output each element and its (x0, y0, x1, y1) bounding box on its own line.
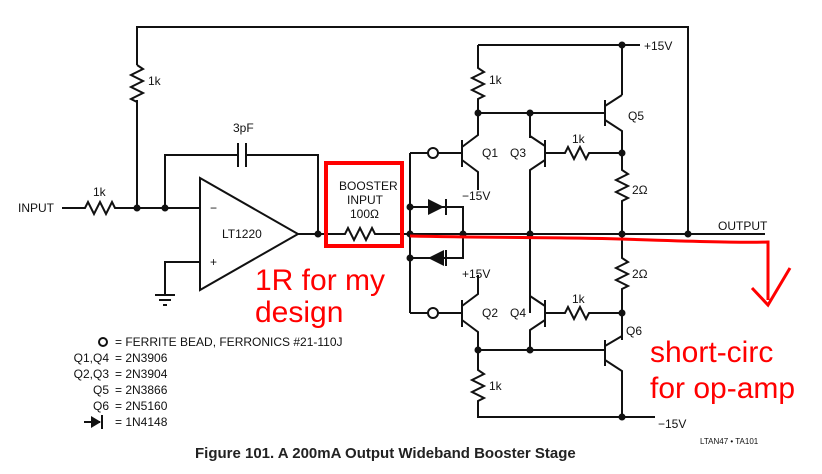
ferrite-bead-q2 (427, 307, 439, 319)
feedback-wire (136, 26, 689, 234)
opamp-label: LT1220 (222, 227, 262, 241)
resistor-label: 1k (572, 292, 586, 306)
output-label: OUTPUT (718, 219, 768, 233)
transistor-q2 (461, 275, 479, 350)
capacitor (237, 143, 247, 167)
annotation-left: 1R for my (255, 264, 385, 297)
figure-code: LTAN47 • TA101 (700, 437, 759, 446)
input-label: INPUT (18, 201, 55, 215)
capacitor-feedback (164, 154, 319, 234)
opamp (199, 176, 301, 292)
ferrite-bead-q1 (427, 147, 439, 159)
legend-diode-icon (84, 415, 103, 429)
q2-label: Q2 (482, 306, 498, 320)
opamp-minus: − (210, 201, 217, 215)
annotation-left: design (255, 296, 343, 329)
q4-label: Q4 (510, 306, 526, 320)
figure-caption: Figure 101. A 200mA Output Wideband Boos… (195, 445, 576, 462)
capacitor-label: 3pF (233, 121, 254, 135)
legend-item: = 2N5160 (115, 399, 168, 413)
legend-item: = FERRITE BEAD, FERRONICS #21-110J (115, 335, 343, 349)
booster-label: INPUT (347, 193, 384, 207)
booster-input-resistor (298, 225, 410, 243)
legend-key: Q6 (93, 399, 109, 413)
resistor-label: 1k (489, 73, 503, 87)
diode-top (428, 199, 444, 215)
top-supply (469, 44, 640, 138)
transistor-q6 (469, 335, 655, 418)
ground-wire (155, 261, 200, 306)
annotation-line (409, 234, 792, 308)
bead-wire (438, 152, 462, 314)
legend-key: Q1,Q4 (74, 351, 110, 365)
legend-item: = 1N4148 (115, 415, 168, 429)
feedback-resistor (128, 64, 146, 103)
supply-neg-bottom: −15V (658, 417, 686, 431)
legend-item: = 2N3866 (115, 383, 168, 397)
supply-neg-q1: −15V (462, 189, 490, 203)
diode-bottom (428, 250, 444, 266)
supply-pos-q2: +15V (462, 267, 490, 281)
q5-label: Q5 (628, 109, 644, 123)
legend-bead-icon (98, 337, 108, 347)
input-resistor-label: 1k (93, 185, 107, 199)
resistor-label: 2Ω (632, 267, 648, 281)
annotation-right: short-circ (650, 336, 773, 369)
transistor-q5 (604, 94, 631, 340)
legend-key: Q5 (93, 383, 109, 397)
legend-item: = 2N3906 (115, 351, 168, 365)
booster-resistor-value: 100Ω (350, 207, 379, 221)
q3-label: Q3 (510, 146, 526, 160)
resistor-label: 1k (489, 379, 503, 393)
transistor-q1 (461, 113, 479, 190)
junction-dots (133, 41, 692, 421)
opamp-plus: + (210, 255, 217, 269)
legend-item: = 2N3904 (115, 367, 168, 381)
annotation-right: for op-amp (650, 372, 795, 405)
input-wire (62, 199, 200, 217)
q1-label: Q1 (482, 146, 498, 160)
resistor-label: 1k (572, 132, 586, 146)
booster-label: BOOSTER (339, 179, 398, 193)
q6-label: Q6 (626, 324, 642, 338)
legend-key: Q2,Q3 (74, 367, 110, 381)
feedback-resistor-label: 1k (148, 74, 162, 88)
transistor-q4 (529, 295, 622, 350)
transistor-q3 (529, 135, 622, 313)
resistor-label: 2Ω (632, 183, 648, 197)
highlight-box (324, 161, 404, 248)
supply-pos-top: +15V (644, 39, 672, 53)
